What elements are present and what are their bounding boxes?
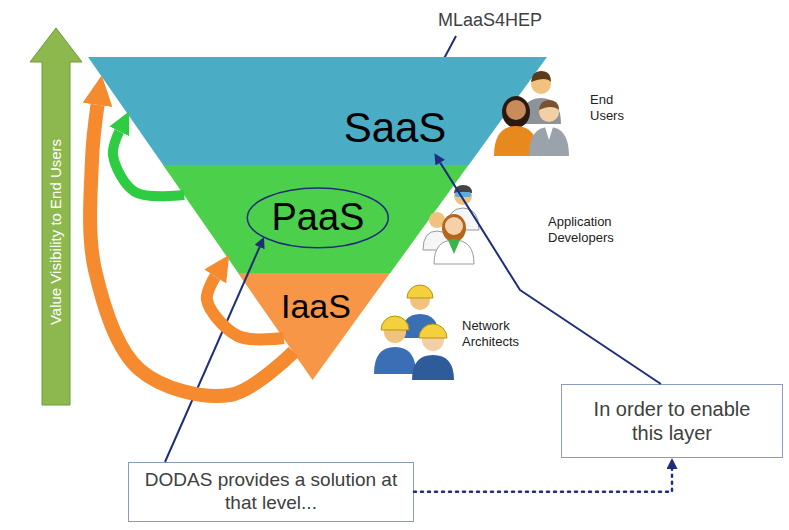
title-label: MLaaS4HEP <box>438 9 542 32</box>
band-fill <box>163 165 469 273</box>
goggles <box>455 192 471 197</box>
hair <box>502 96 530 128</box>
end-users-icon <box>494 71 569 156</box>
value-arrow <box>30 28 82 405</box>
band-shape <box>88 57 547 165</box>
shirt <box>448 240 460 254</box>
hair <box>539 100 559 110</box>
role-label: Network Architects <box>462 318 534 351</box>
architects-icon <box>374 285 454 380</box>
head <box>445 217 463 235</box>
band-fill <box>88 57 547 165</box>
collar <box>545 127 553 140</box>
curved-arrow <box>90 105 293 396</box>
body <box>374 347 416 374</box>
hard-hat <box>419 324 447 338</box>
callout-text: In order to enable this layer <box>582 397 762 445</box>
hair <box>531 71 551 82</box>
role-label: Application Developers <box>548 214 648 247</box>
callout-text: DODAS provides a solution at that level.… <box>137 469 405 515</box>
body <box>434 240 474 264</box>
role-label: End Users <box>590 92 645 125</box>
middle-band: PaaS <box>163 165 469 273</box>
band-title: SaaS <box>344 104 447 152</box>
role-label: Network Architects <box>462 318 534 351</box>
role-label: Application Developers <box>548 214 648 247</box>
band-fill <box>238 273 390 380</box>
hair <box>442 214 466 242</box>
highlight-ellipse <box>248 188 389 248</box>
body <box>529 127 569 156</box>
body <box>412 355 454 380</box>
curved-arrow <box>113 131 184 196</box>
curved-arrow <box>207 277 284 340</box>
hard-hat <box>381 316 409 330</box>
band-title: IaaS <box>281 287 351 326</box>
role-label: End Users <box>590 92 645 125</box>
axis-label: Value Visibility to End Users <box>47 139 66 325</box>
top-band: SaaS <box>88 57 547 165</box>
axis-label: Value Visibility to End Users <box>47 139 66 325</box>
dotted-connector <box>414 469 672 492</box>
callout-box: DODAS provides a solution at that level.… <box>128 462 414 522</box>
head <box>506 100 526 120</box>
band-title: PaaS <box>272 196 365 240</box>
callout-box: In order to enable this layer <box>561 384 783 458</box>
hard-hat <box>407 285 433 298</box>
connector-line <box>440 163 661 384</box>
bottom-band: IaaS <box>238 273 390 380</box>
title-label: MLaaS4HEP <box>438 9 542 32</box>
developers-icon <box>423 185 479 264</box>
